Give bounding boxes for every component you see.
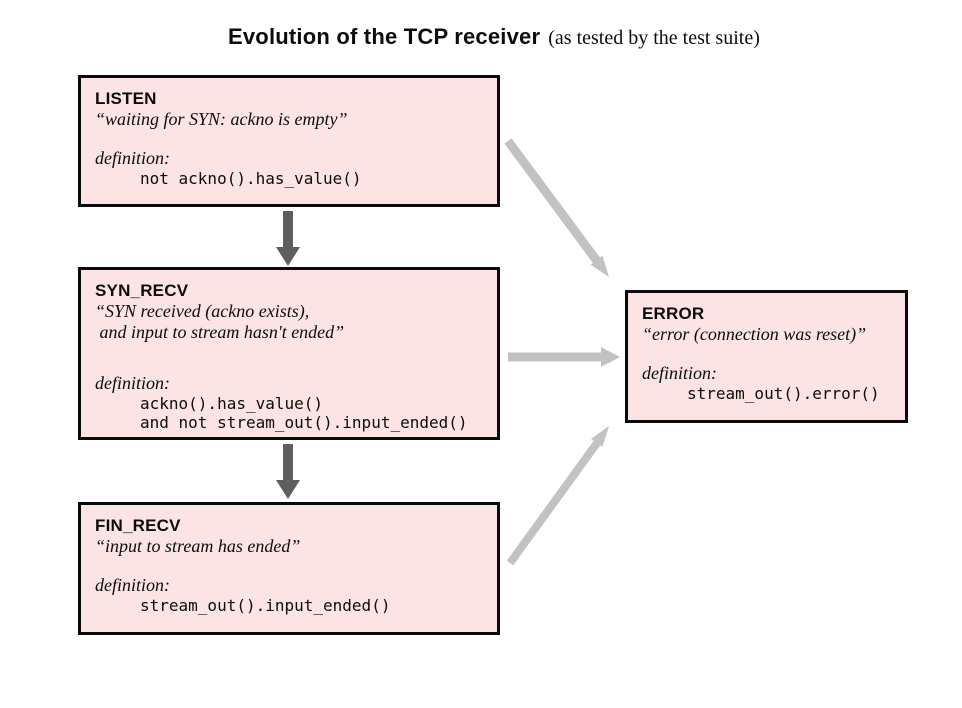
state-code-line: stream_out().input_ended() [140,596,391,615]
state-box-listen: LISTEN “waiting for SYN: ackno is empty”… [78,75,500,207]
state-name-error: ERROR [642,304,705,323]
state-quote-line: “SYN received (ackno exists), [95,301,310,321]
arrow-listen-to-error-shaft [504,138,601,264]
arrow-listen-to-syn-recv-head [276,247,300,266]
state-code-line: not ackno().has_value() [140,169,362,188]
state-quote-line: “input to stream has ended” [95,536,301,556]
state-name-listen: LISTEN [95,89,157,108]
state-quote-line: “error (connection was reset)” [642,324,867,344]
state-code-line: ackno().has_value() [140,394,324,413]
state-code-line: and not stream_out().input_ended() [140,413,468,432]
diagram-title: Evolution of the TCP receiver (as tested… [228,24,760,50]
state-code-line: stream_out().error() [687,384,880,403]
definition-label: definition: [95,373,170,393]
state-name-fin-recv: FIN_RECV [95,516,181,535]
state-box-fin-recv: FIN_RECV “input to stream has ended” def… [78,502,500,635]
definition-label: definition: [95,148,170,168]
arrow-listen-to-error-head [590,255,609,277]
arrow-fin-recv-to-error-head [591,426,609,448]
state-quote-line: and input to stream hasn't ended” [95,322,345,342]
definition-label: definition: [642,363,717,383]
title-main: Evolution of the TCP receiver [228,24,541,49]
state-quote-line: “waiting for SYN: ackno is empty” [95,109,348,129]
arrow-syn-recv-to-error-head [601,347,620,367]
state-name-syn-recv: SYN_RECV [95,281,189,300]
arrow-fin-recv-to-error-shaft [506,440,601,566]
state-box-syn-recv: SYN_RECV “SYN received (ackno exists), a… [78,267,500,440]
arrow-syn-recv-to-fin-recv-head [276,480,300,499]
definition-label: definition: [95,575,170,595]
state-box-error: ERROR “error (connection was reset)” def… [625,290,908,423]
title-subtitle: (as tested by the test suite) [548,27,760,49]
